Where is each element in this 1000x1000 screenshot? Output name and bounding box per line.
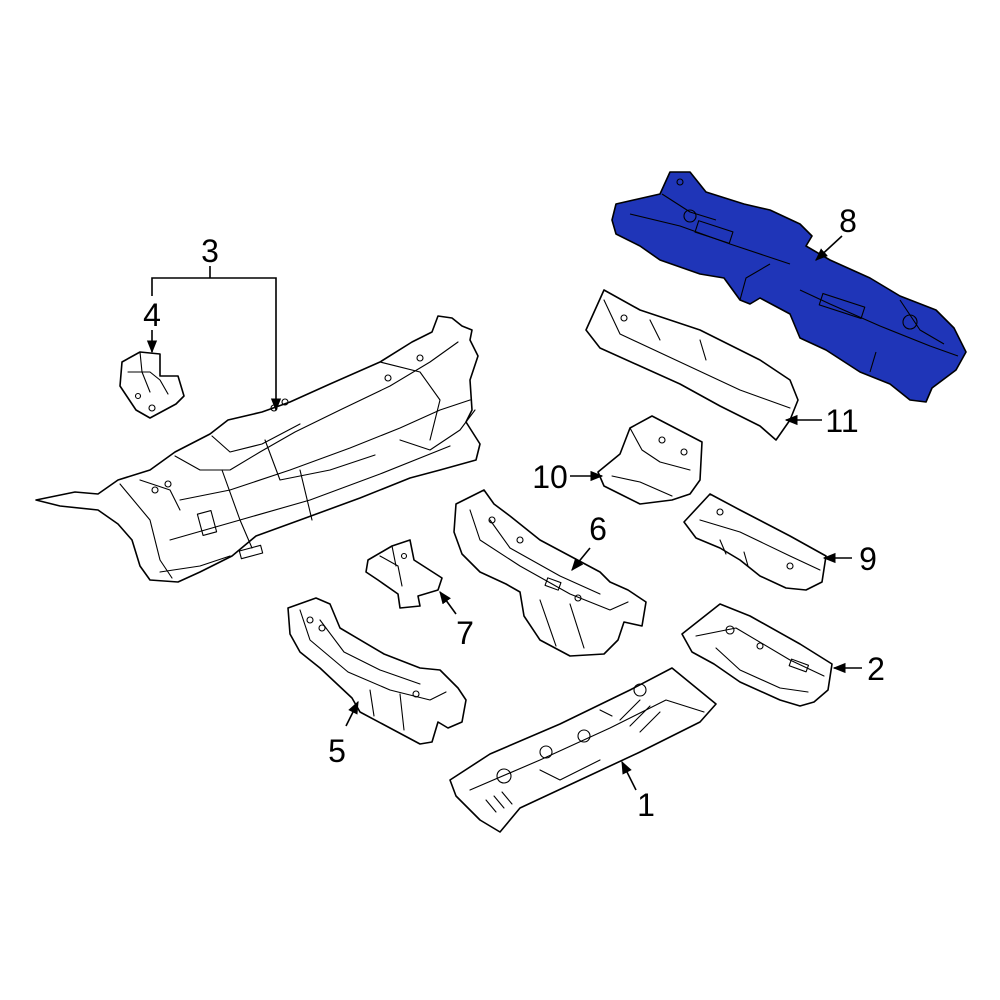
part-4-bracket[interactable] xyxy=(119,351,185,419)
callout-10: 10 xyxy=(532,459,568,495)
part-10-bracket[interactable] xyxy=(597,415,703,505)
part-3-floor-pan[interactable] xyxy=(35,315,481,583)
callout-4: 4 xyxy=(143,297,161,333)
callout-6: 6 xyxy=(589,511,607,547)
part-5-rail[interactable] xyxy=(287,597,467,745)
part-6-crossmember[interactable] xyxy=(453,489,647,657)
callout-9: 9 xyxy=(859,541,877,577)
callout-3: 3 xyxy=(201,233,219,269)
leader-1 xyxy=(621,760,637,791)
callout-1: 1 xyxy=(637,787,655,823)
leader-lines xyxy=(146,235,862,791)
callout-labels: 3 4 8 11 10 6 9 7 2 5 1 xyxy=(143,203,885,823)
leader-6 xyxy=(571,547,591,571)
part-9-cross-bracket[interactable] xyxy=(683,493,827,591)
leader-8 xyxy=(815,235,843,261)
leader-3 xyxy=(151,266,276,410)
callout-11: 11 xyxy=(825,403,858,439)
part-8-reinforcement-highlighted[interactable] xyxy=(611,171,967,403)
leader-5 xyxy=(345,700,359,727)
part-7-bracket[interactable] xyxy=(365,539,443,609)
leader-7 xyxy=(439,590,457,615)
callout-7: 7 xyxy=(456,615,474,651)
part-1-floor-panel[interactable] xyxy=(449,667,717,833)
part-2-side-member[interactable] xyxy=(681,603,833,707)
callout-2: 2 xyxy=(867,651,885,687)
callout-5: 5 xyxy=(328,733,346,769)
part-11-rear-panel[interactable] xyxy=(585,289,799,441)
callout-8: 8 xyxy=(839,203,857,239)
